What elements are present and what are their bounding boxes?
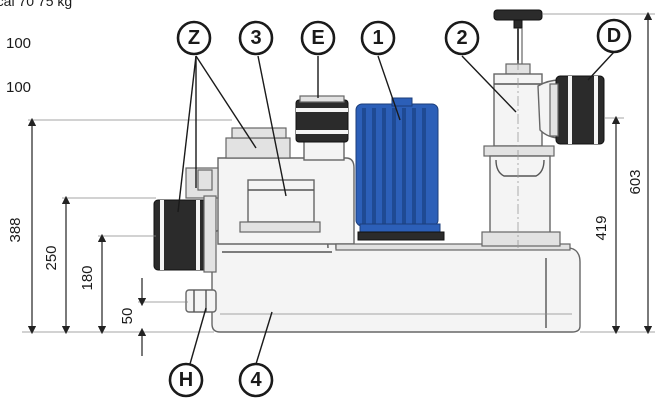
header-partial-text: rcal 70 75 kg: [0, 0, 72, 9]
callout-leaders: [177, 51, 615, 365]
dim-label-388: 388: [7, 217, 24, 242]
callout-4-label: 4: [250, 369, 262, 391]
motor: [355, 97, 445, 241]
callout-z-label: Z: [188, 27, 200, 49]
callout-1: 1: [360, 20, 396, 56]
callout-e: E: [300, 20, 336, 56]
callout-2: 2: [444, 20, 480, 56]
callout-3: 3: [238, 20, 274, 56]
callout-e-label: E: [311, 27, 324, 49]
callout-4: 4: [238, 362, 274, 398]
collector-box: [217, 127, 355, 245]
callout-h: H: [168, 362, 204, 398]
header-value-2: 100: [6, 79, 31, 96]
callout-d: D: [596, 18, 632, 54]
bottom-connector-h: [185, 289, 217, 313]
dim-label-419: 419: [593, 215, 610, 240]
callout-1-label: 1: [372, 27, 383, 49]
header-value-1: 100: [6, 35, 31, 52]
dim-label-250: 250: [43, 245, 60, 270]
callout-z: Z: [176, 20, 212, 56]
valve-assembly: [481, 9, 561, 248]
callout-h-label: H: [179, 369, 193, 391]
side-inlet-flange-z: [153, 167, 219, 273]
callout-d-label: D: [607, 25, 621, 47]
dim-label-180: 180: [79, 265, 96, 290]
machine-drawing: [22, 9, 655, 333]
dimension-lines: [27, 11, 653, 356]
base-plate: [335, 243, 571, 251]
callout-3-label: 3: [250, 27, 261, 49]
top-connector-e: [295, 95, 349, 161]
discharge-flange-d: [549, 75, 605, 145]
dim-label-50: 50: [119, 308, 136, 325]
dim-label-603: 603: [627, 169, 644, 194]
callout-2-label: 2: [456, 27, 467, 49]
